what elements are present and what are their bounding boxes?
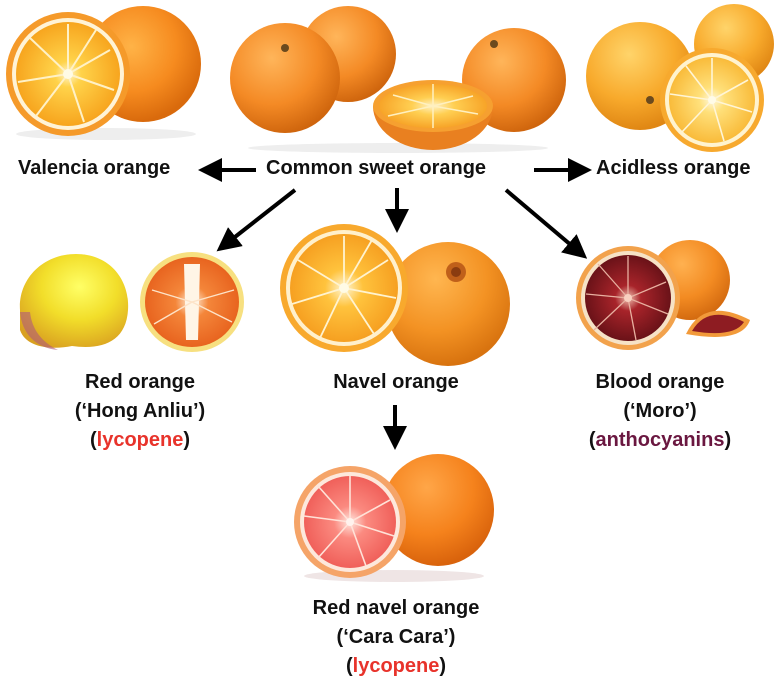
red-orange-name: Red orange — [40, 368, 240, 397]
paren-open: ( — [346, 655, 353, 677]
paren-open: ( — [90, 429, 97, 451]
blood-orange-pigment-line: (anthocyanins) — [560, 426, 760, 455]
paren-open: ( — [589, 429, 596, 451]
red-navel-orange-cultivar: (‘Cara Cara’) — [276, 623, 516, 652]
paren-close: ) — [724, 429, 731, 451]
paren-close: ) — [439, 655, 446, 677]
pigment-lycopene: lycopene — [353, 655, 440, 677]
blood-orange-picture — [574, 238, 756, 352]
red-navel-orange-name: Red navel orange — [276, 594, 516, 623]
label-red-navel-orange: Red navel orange (‘Cara Cara’) (lycopene… — [276, 594, 516, 681]
pigment-anthocyanins: anthocyanins — [596, 429, 725, 451]
red-orange-pigment-line: (lycopene) — [40, 426, 240, 455]
valencia-orange-picture — [6, 2, 206, 142]
red-orange-picture — [12, 250, 244, 360]
acidless-orange-picture — [584, 4, 774, 154]
navel-orange-name: Navel orange — [296, 368, 496, 397]
label-navel-orange: Navel orange — [296, 368, 496, 397]
common-sweet-orange-picture — [228, 2, 568, 154]
paren-close: ) — [183, 429, 190, 451]
label-blood-orange: Blood orange (‘Moro’) (anthocyanins) — [560, 368, 760, 455]
label-acidless-orange: Acidless orange — [596, 157, 751, 180]
arrow-to-blood — [506, 190, 578, 251]
navel-orange-picture — [278, 222, 512, 372]
red-orange-cultivar: (‘Hong Anliu’) — [40, 397, 240, 426]
label-common-sweet-orange: Common sweet orange — [266, 157, 486, 180]
red-navel-orange-pigment-line: (lycopene) — [276, 652, 516, 681]
blood-orange-name: Blood orange — [560, 368, 760, 397]
blood-orange-cultivar: (‘Moro’) — [560, 397, 760, 426]
label-red-orange: Red orange (‘Hong Anliu’) (lycopene) — [40, 368, 240, 455]
label-valencia-orange: Valencia orange — [18, 157, 170, 180]
pigment-lycopene: lycopene — [97, 429, 184, 451]
red-navel-orange-picture — [294, 440, 498, 584]
